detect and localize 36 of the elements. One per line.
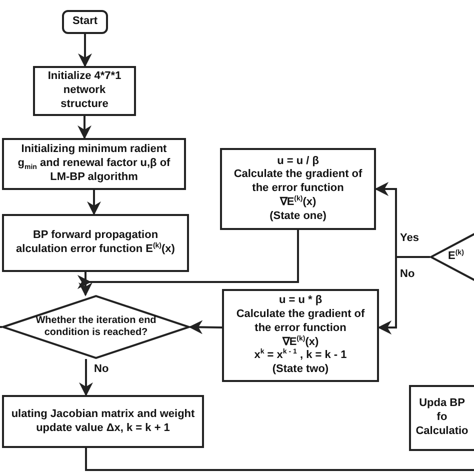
process-box xyxy=(2,214,189,272)
node-text: E$^{(k)}$ xyxy=(448,250,464,264)
node-text: (State two) xyxy=(272,363,329,377)
arrow xyxy=(78,272,92,296)
start-terminal xyxy=(62,10,108,34)
process-box xyxy=(222,289,379,382)
node-text: Initialize 4*7*1 network structure xyxy=(46,70,122,112)
node-text: ∇E$^{(k)}$(x) xyxy=(280,196,316,210)
edge-label: No xyxy=(93,363,110,375)
node-text: ∇E$^{(k)}$(x) xyxy=(282,336,319,348)
node-text: ulating Jacobian matrix and weight update value Δx, k = k + 1 xyxy=(10,408,196,436)
process-box xyxy=(2,138,186,190)
node-text: Calculate the gradient of the error function xyxy=(232,168,364,195)
node-text: BP forward propagation alculation error function E$^{(k)}$(x) xyxy=(15,229,176,257)
node-text: Start xyxy=(72,15,98,29)
node-text: Calculate the gradient of the error function xyxy=(235,308,366,335)
arrow xyxy=(87,190,101,216)
edge-label: No xyxy=(399,268,416,280)
arrow xyxy=(79,359,93,396)
node-text: Initializing minimum radient g$_{min}$ and renewal factor u,β of LM-BP algorithm xyxy=(16,143,172,185)
arrow xyxy=(78,34,92,68)
node-text: Upda BP fo Calculatio xyxy=(415,397,469,439)
arrow xyxy=(188,320,222,334)
process-box xyxy=(409,385,474,451)
node-text: x$^{k}$ = x$^{k - 1}$ , k = k - 1 xyxy=(254,349,347,363)
edge-label: Yes xyxy=(399,232,420,244)
node-text: u = u * β xyxy=(278,294,322,308)
arrow xyxy=(378,256,430,334)
node-text: u = u / β xyxy=(277,154,319,168)
arrow xyxy=(77,230,299,289)
process-box xyxy=(2,395,204,448)
node-text: (State one) xyxy=(270,210,326,224)
node-text: Whether the iteration end condition is reached? xyxy=(34,314,158,340)
arrow xyxy=(78,116,92,140)
process-box xyxy=(33,66,136,116)
process-box xyxy=(220,148,376,230)
